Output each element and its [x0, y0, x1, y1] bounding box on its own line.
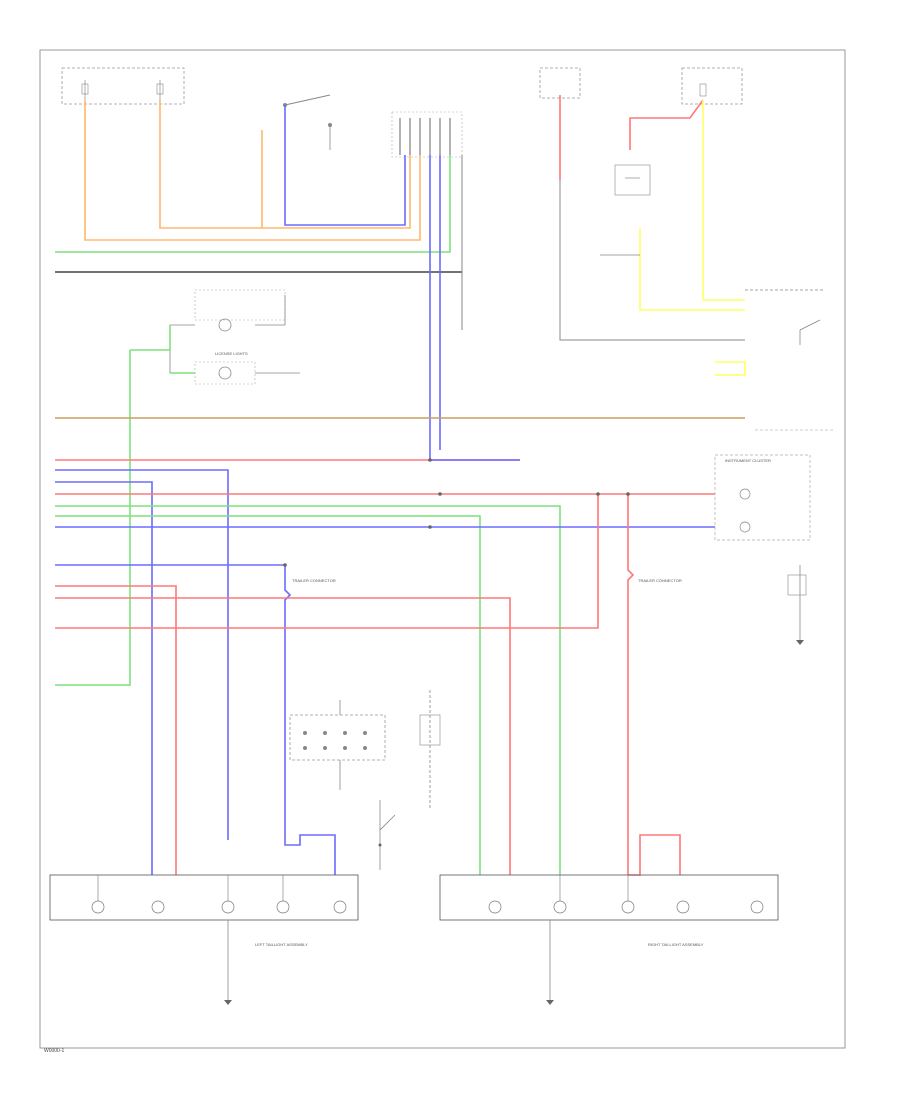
left-taillight-assembly	[49, 874, 359, 1005]
footer-code: W0000-1	[44, 1048, 65, 1054]
diagram-frame	[39, 49, 846, 1049]
wires-main-bus	[55, 459, 715, 876]
fuse-block-top-right	[539, 67, 743, 105]
license-light-2-icon	[218, 366, 232, 380]
label-trailer-connector-right: TRAILER CONNECTOR	[638, 578, 682, 583]
label-trailer-connector-left: TRAILER CONNECTOR	[292, 578, 336, 583]
label-left-taillight: LEFT TAILLIGHT ASSEMBLY	[255, 942, 308, 947]
instrument-cluster	[714, 454, 811, 645]
relay-top-right	[600, 164, 821, 345]
right-taillight-assembly	[439, 874, 779, 1005]
lamp-right-5-icon	[750, 900, 764, 914]
indicator-lamp-icon	[739, 488, 751, 500]
ground-symbol-icon	[796, 640, 804, 645]
connector-block-top	[391, 111, 463, 158]
label-license-lights: LICENSE LIGHTS	[215, 351, 248, 356]
lamp-left-2-icon	[151, 900, 165, 914]
wires-top-right	[559, 95, 825, 376]
ground-left-icon	[224, 1000, 232, 1005]
wire-green-license	[55, 350, 131, 686]
fuse-block-top-left	[61, 67, 185, 105]
lamp-left-5-icon	[333, 900, 347, 914]
label-instrument-cluster: INSTRUMENT CLUSTER	[725, 458, 771, 463]
lamp-left-1-icon	[91, 900, 105, 914]
lamp-left-3-icon	[221, 900, 235, 914]
brake-light-switch	[378, 800, 396, 870]
tail-light-switch	[283, 94, 332, 150]
license-light-1-icon	[218, 318, 232, 332]
wires-top-left	[55, 100, 463, 460]
lamp-right-1-icon	[488, 900, 502, 914]
connector-grid-center	[289, 690, 441, 810]
lamp-right-3-icon	[621, 900, 635, 914]
lamp-left-4-icon	[276, 900, 290, 914]
license-lights	[169, 289, 300, 385]
wire-green-license-branch	[130, 325, 171, 351]
label-right-taillight: RIGHT TAILLIGHT ASSEMBLY	[648, 942, 704, 947]
ground-right-icon	[546, 1000, 554, 1005]
lamp-right-4-icon	[676, 900, 690, 914]
indicator-lamp-2-icon	[739, 521, 751, 533]
junction-dots	[283, 458, 630, 567]
lamp-right-2-icon	[553, 900, 567, 914]
